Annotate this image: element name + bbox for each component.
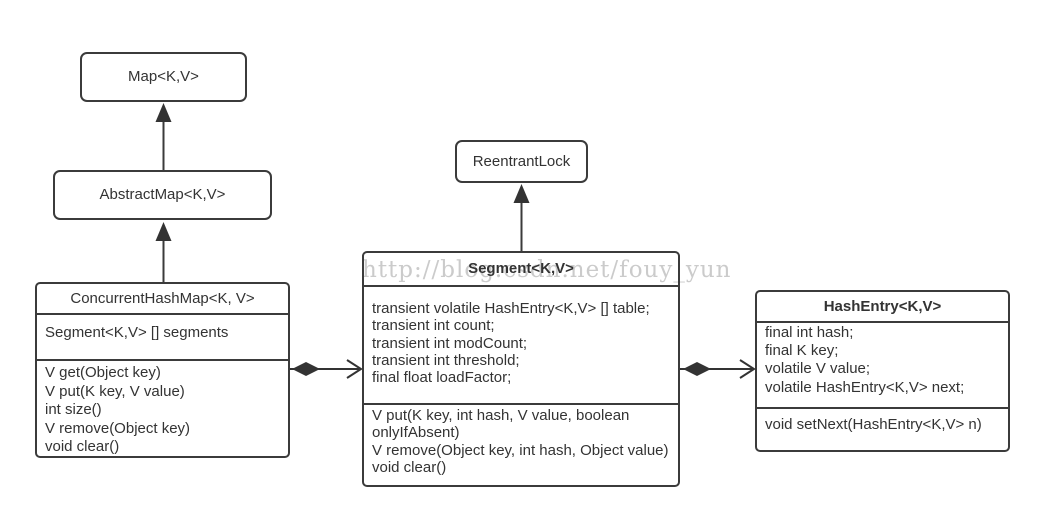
class-title-map: Map<K,V>	[128, 68, 199, 86]
generalization-arrow-concurrenthashmap-to-abstractmap	[155, 222, 172, 282]
methods-compartment: V get(Object key) V put(K key, V value) …	[37, 361, 288, 456]
method-row: void setNext(HashEntry<K,V> n)	[765, 416, 982, 433]
fields-compartment: Segment<K,V> [] segments	[37, 315, 288, 361]
field-row: transient int count;	[372, 317, 495, 335]
composition-arrow-segment-to-hashentry	[680, 359, 756, 379]
class-title-concurrenthashmap: ConcurrentHashMap<K, V>	[37, 284, 288, 315]
method-row: int size()	[45, 401, 102, 419]
method-row: V remove(Object key)	[45, 419, 191, 437]
methods-compartment: void setNext(HashEntry<K,V> n)	[757, 409, 1008, 452]
field-row: volatile V value;	[765, 360, 871, 378]
field-row: final K key;	[765, 342, 839, 360]
class-box-segment: Segment<K,V> transient volatile HashEntr…	[362, 251, 680, 487]
method-row: void clear()	[45, 438, 120, 456]
fields-compartment: final int hash; final K key; volatile V …	[757, 323, 1008, 409]
composition-diamond	[683, 362, 711, 376]
composition-diamond	[292, 362, 320, 376]
fields-compartment: transient volatile HashEntry<K,V> [] tab…	[364, 287, 678, 405]
field-row: transient int threshold;	[372, 351, 520, 369]
class-box-reentrantlock: ReentrantLock	[455, 140, 588, 183]
open-arrowhead	[346, 359, 363, 379]
class-box-hashentry: HashEntry<K,V> final int hash; final K k…	[755, 290, 1010, 452]
field-row: Segment<K,V> [] segments	[45, 324, 229, 341]
class-box-concurrenthashmap: ConcurrentHashMap<K, V> Segment<K,V> [] …	[35, 282, 290, 458]
method-row: V get(Object key)	[45, 364, 161, 381]
generalization-arrow-segment-to-reentrantlock	[513, 184, 530, 251]
method-row: void clear()	[372, 458, 447, 476]
methods-compartment: V put(K key, int hash, V value, boolean …	[364, 405, 678, 487]
field-row: transient volatile HashEntry<K,V> [] tab…	[372, 300, 650, 317]
class-box-abstractmap: AbstractMap<K,V>	[53, 170, 272, 220]
class-title-segment: Segment<K,V>	[364, 253, 678, 287]
class-title-reentrantlock: ReentrantLock	[472, 152, 571, 170]
field-row: final int hash;	[765, 324, 854, 341]
open-arrowhead	[739, 359, 756, 379]
class-title-abstractmap: AbstractMap<K,V>	[99, 186, 226, 204]
generalization-arrow-abstractmap-to-map	[155, 103, 172, 170]
field-row: volatile HashEntry<K,V> next;	[765, 378, 965, 396]
watermark-text: http://blog.csdn.net/fouy_yun	[362, 257, 732, 283]
composition-arrow-concurrenthashmap-to-segment	[290, 359, 363, 379]
method-row: V put(K key, int hash, V value, boolean …	[372, 407, 630, 442]
field-row: final float loadFactor;	[372, 369, 512, 387]
method-row: V remove(Object key, int hash, Object va…	[372, 441, 669, 459]
class-title-hashentry: HashEntry<K,V>	[757, 292, 1008, 323]
field-row: transient int modCount;	[372, 334, 528, 352]
class-box-map: Map<K,V>	[80, 52, 247, 102]
method-row: V put(K key, V value)	[45, 382, 185, 400]
